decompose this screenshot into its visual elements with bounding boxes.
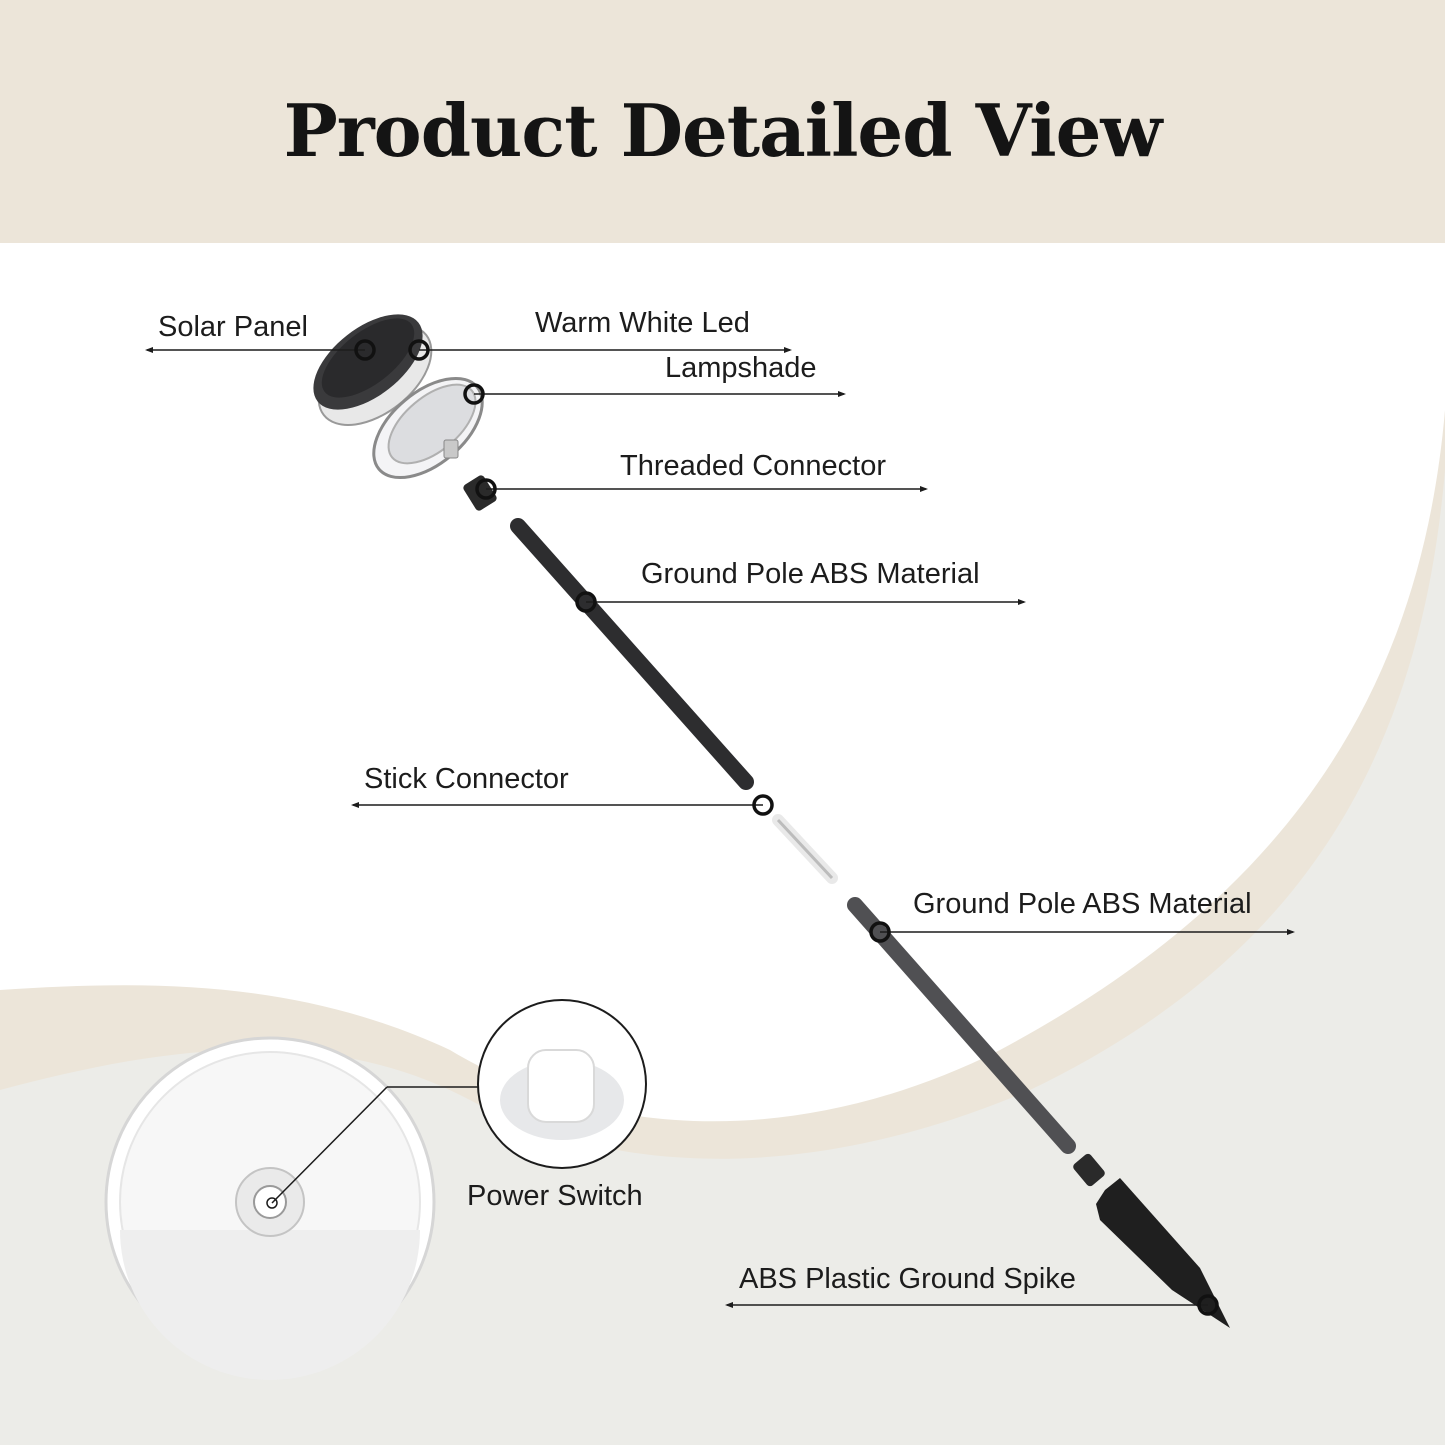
ground-pole-lower-marker <box>869 921 891 943</box>
spike-connector-part <box>1073 1153 1105 1187</box>
label-ground-spike: ABS Plastic Ground Spike <box>739 1263 1076 1295</box>
label-power-switch: Power Switch <box>467 1180 643 1212</box>
threaded-connector-part <box>463 475 497 511</box>
label-warm-white-led: Warm White Led <box>535 307 750 339</box>
power-switch-zoom <box>477 999 647 1169</box>
label-lampshade: Lampshade <box>665 352 817 384</box>
warm-white-led-marker <box>408 339 430 361</box>
upper-pole-part <box>510 518 754 790</box>
lampshade-marker <box>463 383 485 405</box>
lamp-base-detail <box>104 1036 436 1380</box>
label-ground-pole-upper: Ground Pole ABS Material <box>641 558 980 590</box>
ground-pole-upper-marker <box>575 591 597 613</box>
ground-spike-part <box>1096 1178 1230 1328</box>
ground-spike-marker <box>1197 1294 1219 1316</box>
solar-panel-marker <box>354 339 376 361</box>
power-switch-pointer <box>271 1086 388 1204</box>
stick-connector-part <box>772 814 838 884</box>
stick-connector-marker <box>752 794 774 816</box>
header-banner: Product Detailed View <box>0 0 1445 243</box>
page-title: Product Detailed View <box>283 88 1163 173</box>
label-solar-panel: Solar Panel <box>158 311 308 343</box>
threaded-connector-marker <box>475 478 497 500</box>
label-stick-connector: Stick Connector <box>364 763 569 795</box>
lower-pole-part <box>847 897 1076 1154</box>
label-ground-pole-lower: Ground Pole ABS Material <box>913 888 1252 920</box>
label-threaded-connector: Threaded Connector <box>620 450 886 482</box>
